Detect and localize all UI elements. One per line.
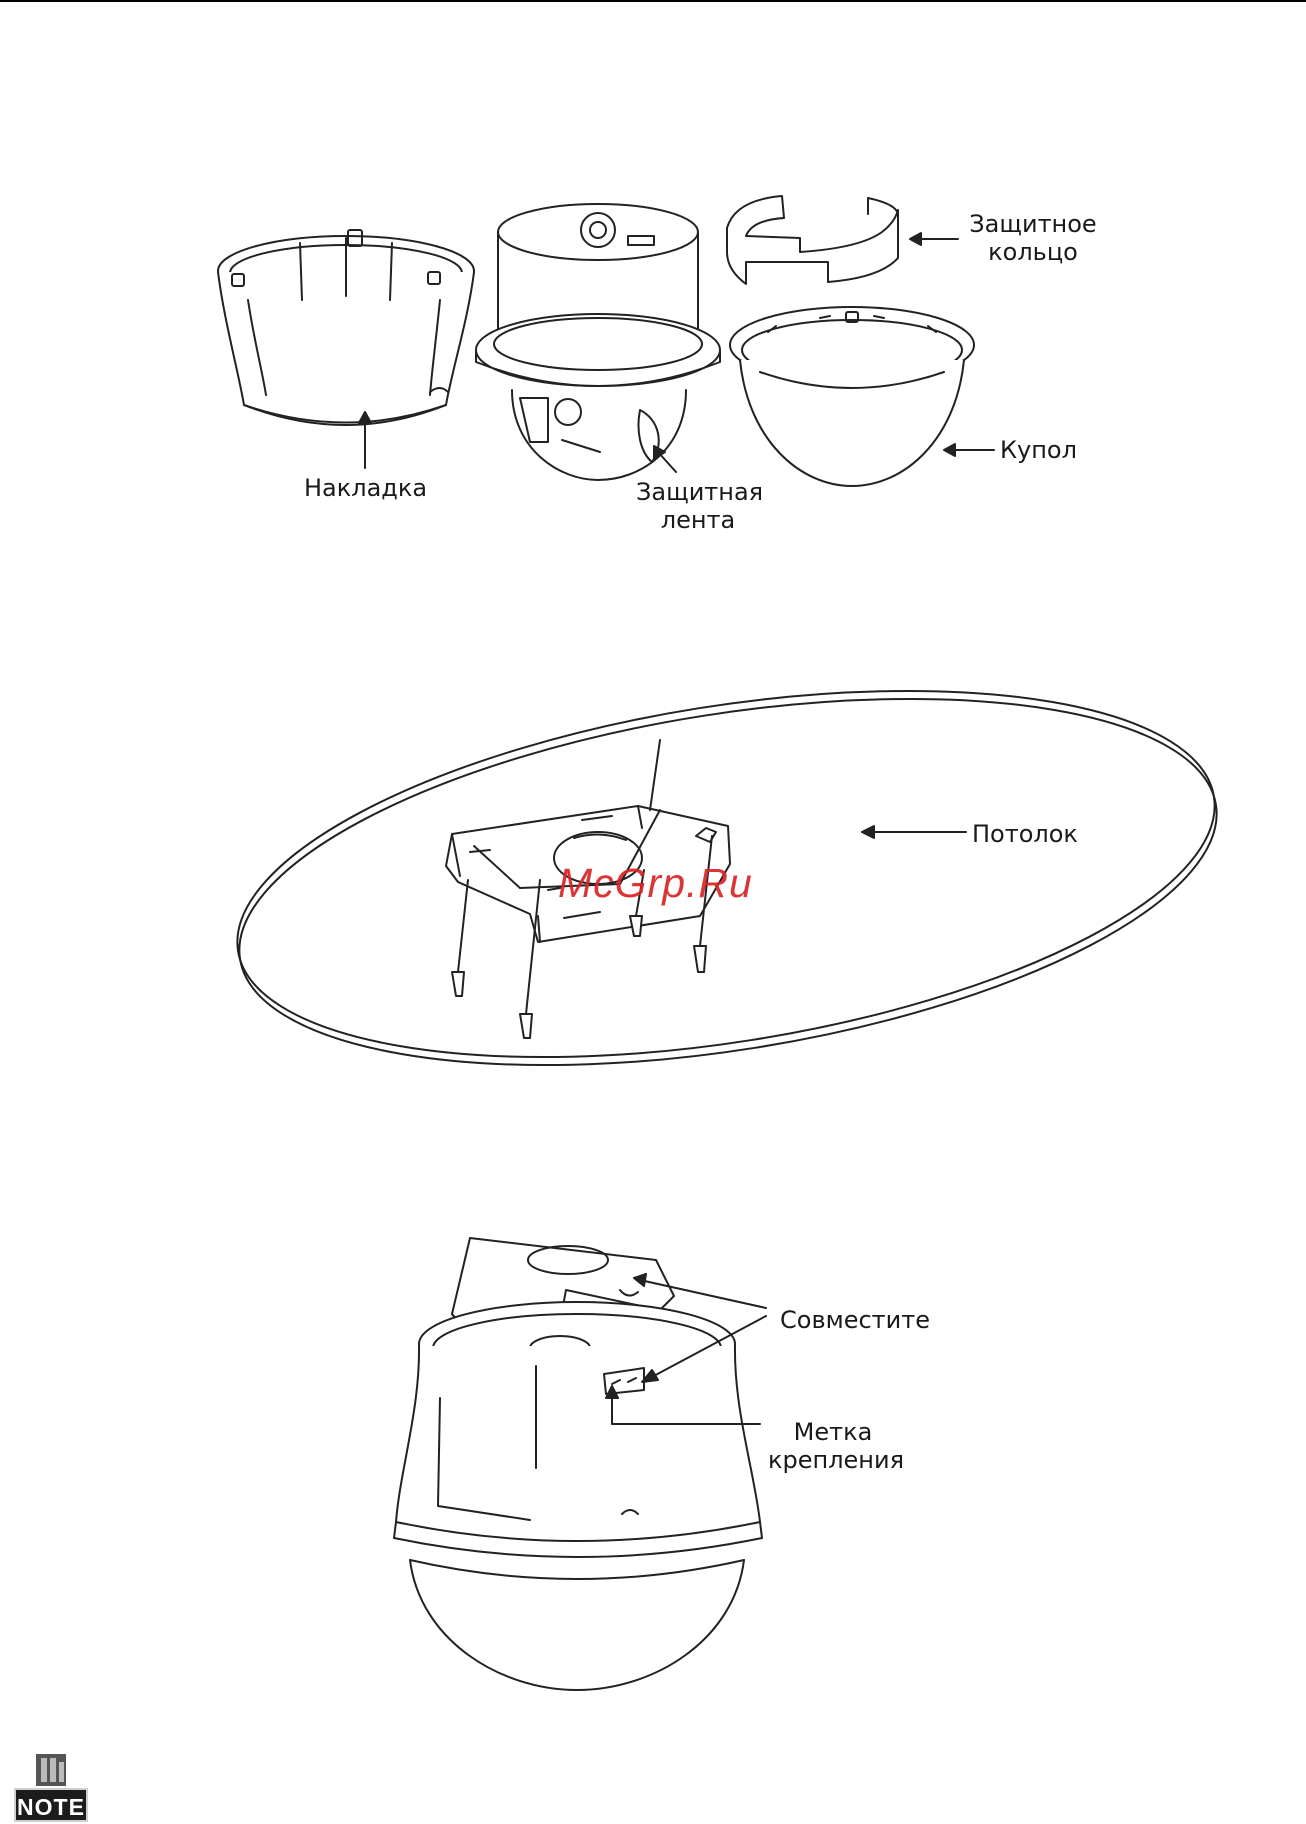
camera-drawing bbox=[476, 204, 720, 480]
overlay-drawing bbox=[218, 230, 474, 425]
note-badge: NOTE bbox=[14, 1788, 88, 1822]
label-mark-line1: Метка bbox=[768, 1418, 898, 1446]
label-dome: Купол bbox=[1000, 436, 1077, 464]
dome-drawing bbox=[730, 307, 974, 486]
label-tape: Защитная лента bbox=[636, 478, 760, 534]
label-ring-line1: Защитное bbox=[968, 210, 1098, 238]
figure-components bbox=[0, 0, 1306, 560]
label-tape-line2: лента bbox=[636, 506, 760, 534]
ring-drawing bbox=[727, 196, 898, 284]
housing-drawing bbox=[394, 1302, 762, 1690]
label-mark: Метка крепления bbox=[768, 1418, 898, 1474]
figure-alignment bbox=[0, 1220, 1306, 1720]
label-ring: Защитное кольцо bbox=[968, 210, 1098, 266]
label-mark-line2: крепления bbox=[768, 1446, 898, 1474]
label-ceiling: Потолок bbox=[972, 820, 1078, 848]
label-ring-line2: кольцо bbox=[968, 238, 1098, 266]
label-tape-line1: Защитная bbox=[636, 478, 760, 506]
label-align: Совместите bbox=[780, 1306, 930, 1334]
label-overlay: Накладка bbox=[304, 474, 427, 502]
watermark: McGrp.Ru bbox=[558, 860, 753, 907]
